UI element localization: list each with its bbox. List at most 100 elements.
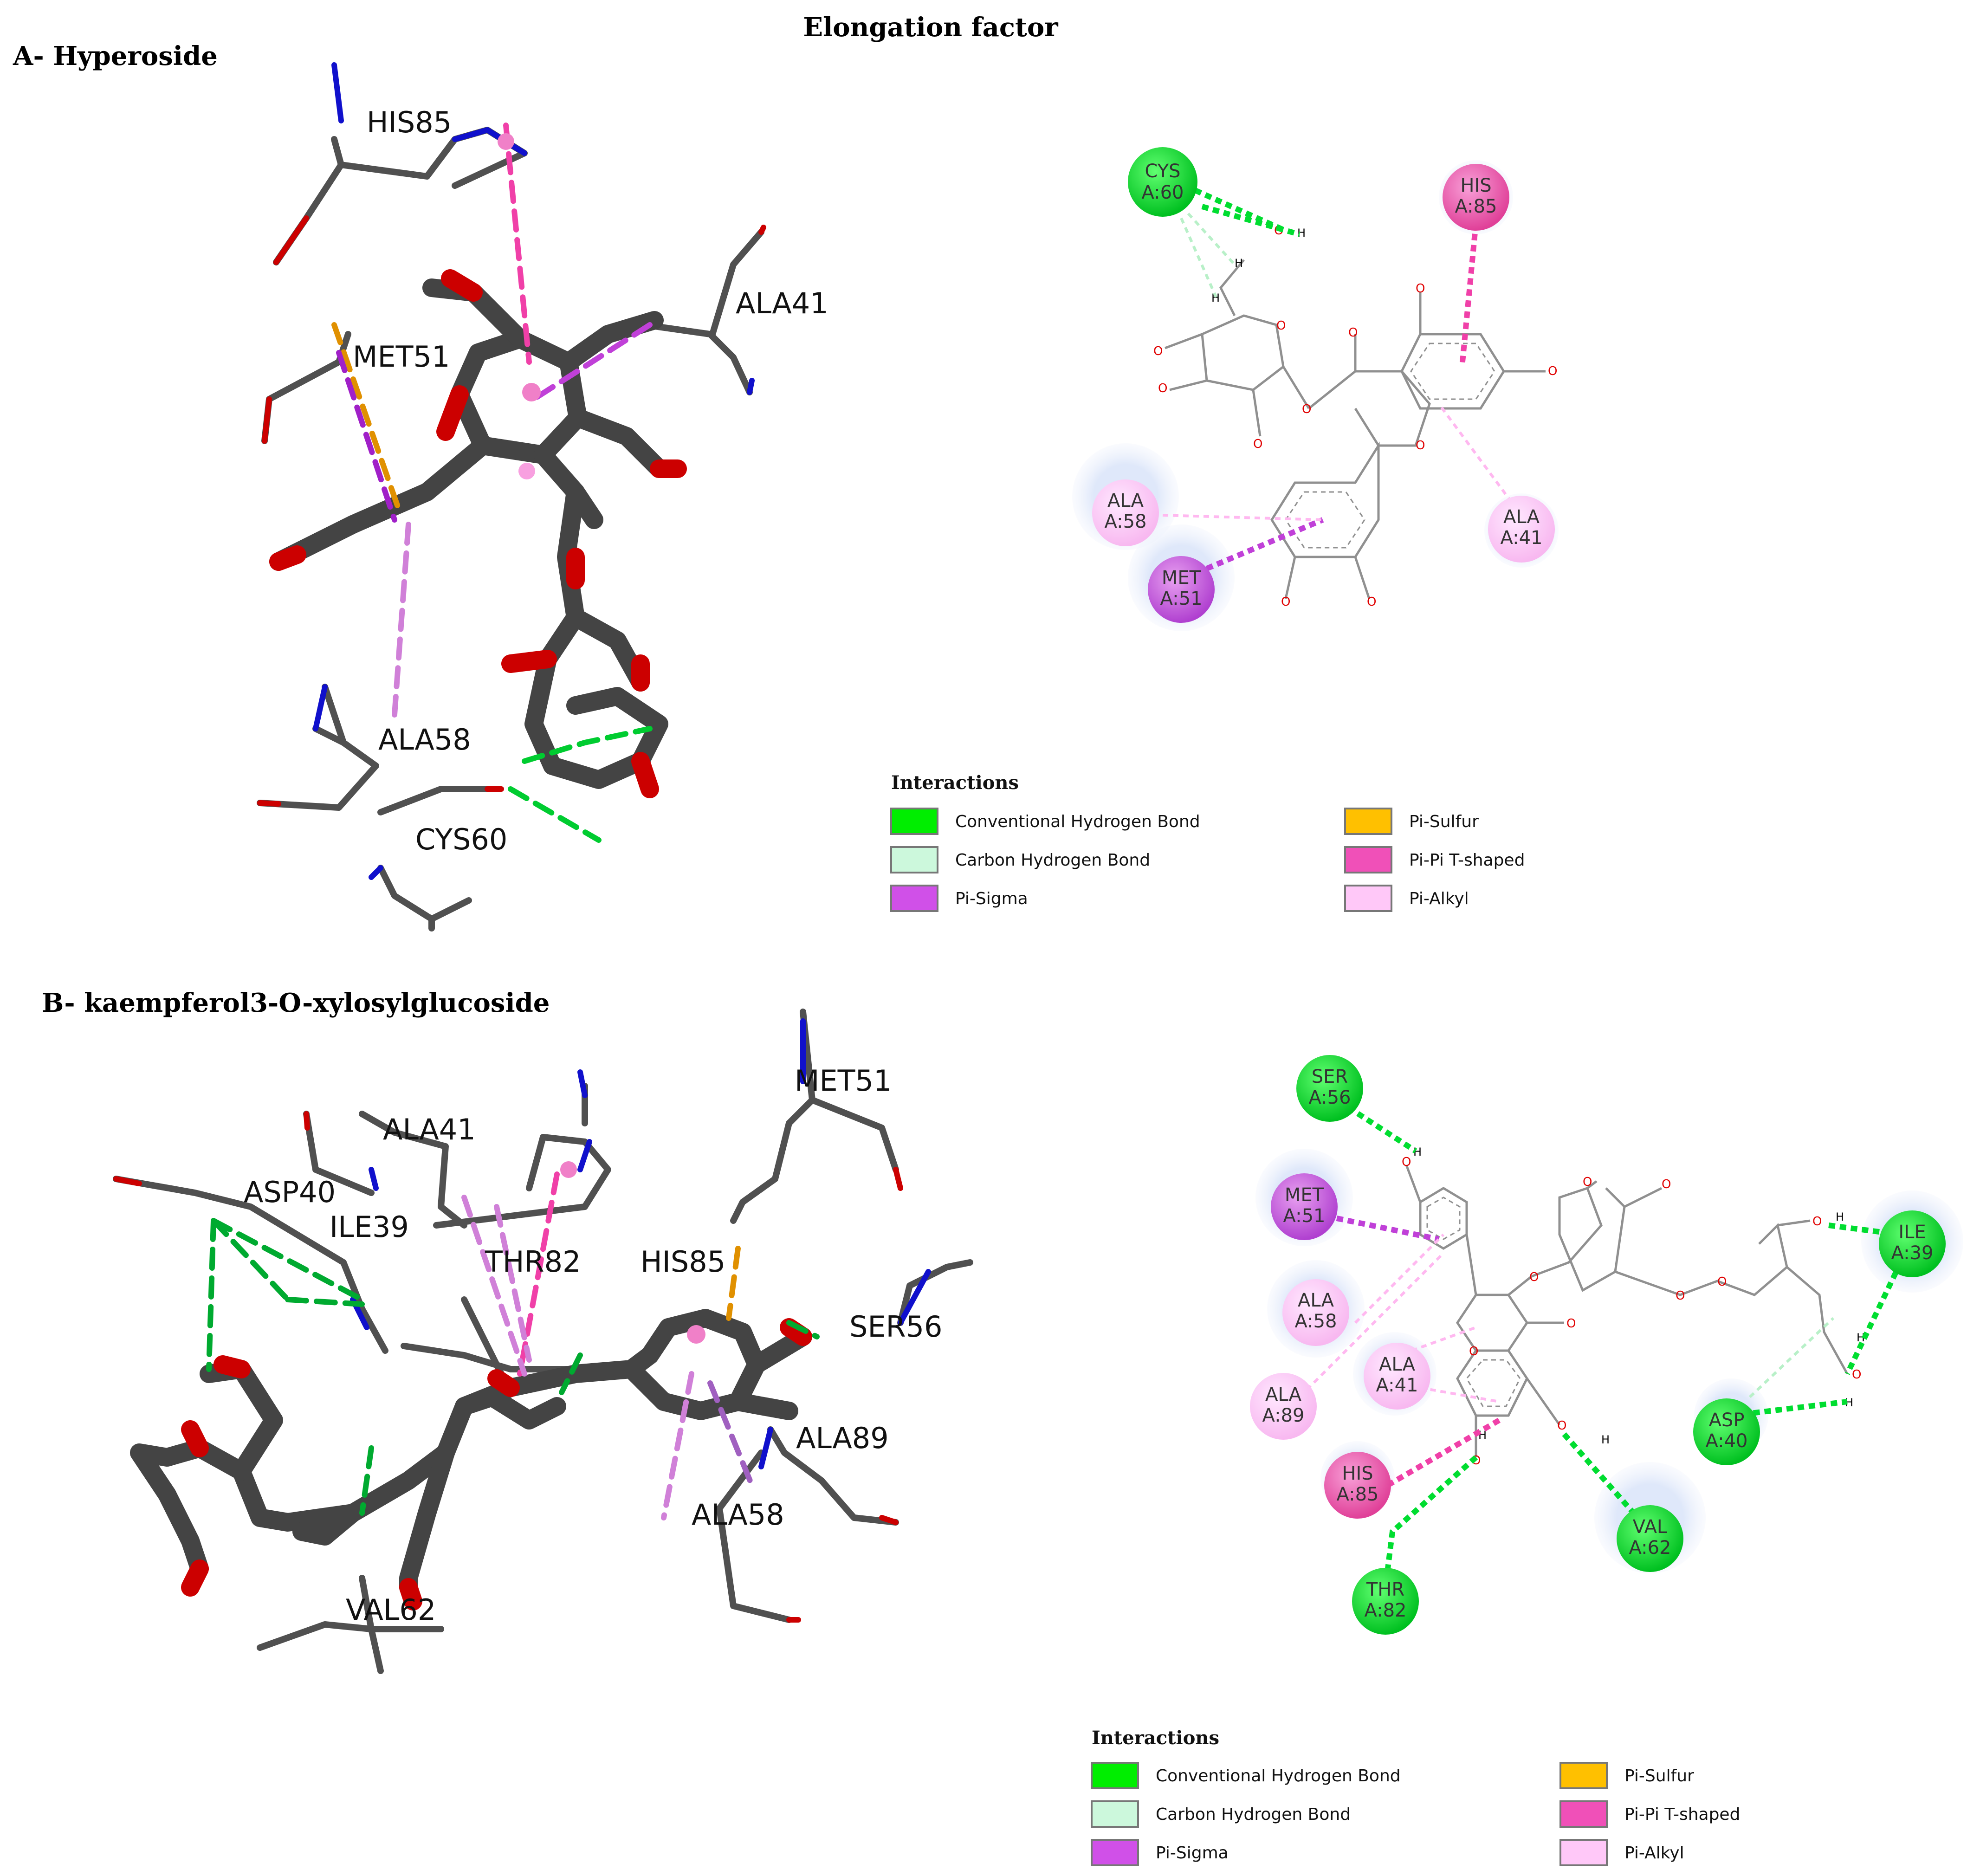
panel-a-label: A- Hyperoside (13, 41, 218, 71)
panel-b-3d-label-his85: HIS85 (641, 1245, 725, 1279)
svg-text:A:41: A:41 (1376, 1375, 1418, 1396)
svg-text:A:51: A:51 (1283, 1205, 1325, 1227)
panel-a-3d-label-ala41: ALA41 (736, 286, 828, 320)
svg-text:ASP: ASP (1709, 1410, 1745, 1431)
panel-b-residue-ile39: ILE A:39 (1879, 1210, 1946, 1277)
svg-text:A:62: A:62 (1629, 1537, 1671, 1559)
panel-a-3d-label-cys60: CYS60 (415, 822, 507, 856)
svg-text:MET: MET (1162, 567, 1201, 589)
svg-text:H: H (1297, 226, 1306, 239)
svg-text:O: O (1529, 1270, 1539, 1284)
panel-a-3d-label-his85: HIS85 (367, 105, 452, 139)
panel-b-3d-label-met51: MET51 (795, 1064, 892, 1098)
svg-text:O: O (1548, 364, 1557, 378)
svg-text:O: O (1348, 326, 1358, 340)
panel-b-residue-asp40: ASP A:40 (1693, 1398, 1760, 1465)
svg-text:H: H (1478, 1429, 1487, 1442)
svg-text:CYS: CYS (1145, 161, 1180, 182)
panel-a-atom-labels: O O O O O O O O O O O O H H H (1153, 224, 1557, 609)
svg-text:VAL: VAL (1633, 1516, 1668, 1538)
legend-item-pi-alkyl: Pi-Alkyl (1344, 885, 1469, 912)
panel-b-2d-diagram: O O O O O O O O O O O O H H H H H H (1250, 1055, 1963, 1635)
legend-item-pi-sulfur: Pi-Sulfur (1559, 1762, 1694, 1789)
svg-text:MET: MET (1285, 1184, 1324, 1206)
legend-item-carbon-h-bond: Carbon Hydrogen Bond (1091, 1800, 1351, 1828)
figure-title: Elongation factor (803, 12, 1059, 43)
svg-text:A:51: A:51 (1160, 588, 1202, 609)
legend-item-pi-alkyl: Pi-Alkyl (1559, 1839, 1684, 1866)
svg-text:H: H (1601, 1433, 1610, 1446)
panel-b-residue-ala58: ALA A:58 (1282, 1279, 1349, 1346)
svg-text:O: O (1812, 1215, 1822, 1229)
panel-a-3d-label-ala58: ALA58 (378, 723, 471, 757)
svg-text:SER: SER (1312, 1066, 1348, 1087)
svg-text:A:60: A:60 (1141, 182, 1184, 203)
svg-text:HIS: HIS (1460, 175, 1491, 196)
svg-text:H: H (1857, 1331, 1865, 1344)
panel-a-2d-diagram: O O O O O O O O O O O O H H H (1072, 147, 1559, 631)
legend-item-pi-sigma: Pi-Sigma (1091, 1839, 1229, 1866)
panel-b-residue-ala89: ALA A:89 (1250, 1373, 1317, 1440)
panel-b-3d-view: MET51 ALA41 ASP40 ILE39 THR82 HIS85 SER5… (113, 1009, 973, 1674)
svg-text:Pi-Alkyl: Pi-Alkyl (1624, 1844, 1684, 1863)
svg-text:O: O (1302, 402, 1311, 416)
svg-text:O: O (1416, 439, 1425, 453)
legend-item-carbon-h-bond: Carbon Hydrogen Bond (890, 846, 1150, 873)
svg-text:H: H (1235, 257, 1243, 270)
svg-text:THR: THR (1366, 1579, 1404, 1600)
legend-title: Interactions (891, 772, 1019, 794)
panel-b-3d-label-ala58: ALA58 (692, 1498, 784, 1532)
svg-text:A:39: A:39 (1891, 1242, 1933, 1264)
svg-text:ALA: ALA (1107, 490, 1144, 511)
svg-text:O: O (1662, 1177, 1671, 1191)
svg-text:Conventional Hydrogen Bond: Conventional Hydrogen Bond (955, 812, 1200, 831)
svg-text:O: O (1253, 437, 1262, 451)
panel-b-residue-val62: VAL A:62 (1617, 1505, 1683, 1572)
svg-text:A:58: A:58 (1104, 511, 1146, 532)
svg-text:ALA: ALA (1379, 1354, 1416, 1375)
panel-a-residue-his85: HIS A:85 (1443, 164, 1509, 231)
panel-b-3d-label-asp40: ASP40 (244, 1175, 336, 1209)
svg-text:O: O (1281, 595, 1290, 609)
svg-text:A:58: A:58 (1294, 1311, 1337, 1332)
svg-text:Pi-Sulfur: Pi-Sulfur (1624, 1766, 1694, 1785)
panel-a-residue-met51: MET A:51 (1148, 556, 1215, 623)
svg-text:A:85: A:85 (1336, 1484, 1378, 1505)
svg-text:Conventional Hydrogen Bond: Conventional Hydrogen Bond (1156, 1766, 1401, 1785)
svg-text:O: O (1402, 1155, 1411, 1169)
legend-item-pi-sigma: Pi-Sigma (890, 885, 1028, 912)
legend-item-pi-pi-t-shaped: Pi-Pi T-shaped (1559, 1800, 1740, 1828)
svg-text:H: H (1845, 1396, 1853, 1409)
svg-text:Pi-Pi T-shaped: Pi-Pi T-shaped (1624, 1805, 1740, 1824)
panel-a-3d-label-met51: MET51 (353, 340, 450, 374)
panel-b-residue-ser56: SER A:56 (1296, 1055, 1363, 1122)
svg-text:H: H (1211, 291, 1220, 304)
svg-text:O: O (1717, 1275, 1727, 1289)
svg-text:O: O (1852, 1368, 1861, 1382)
svg-text:A:41: A:41 (1500, 527, 1542, 549)
panel-b-label: B- kaempferol3-O-xylosylglucoside (42, 988, 550, 1018)
panel-b-legend: Interactions Conventional Hydrogen Bond … (1091, 1727, 1740, 1866)
panel-b-3d-label-val62: VAL62 (346, 1593, 436, 1627)
panel-a-residue-ala58: ALA A:58 (1092, 479, 1159, 546)
svg-text:A:82: A:82 (1364, 1600, 1406, 1621)
svg-text:A:56: A:56 (1308, 1087, 1351, 1108)
svg-text:HIS: HIS (1342, 1463, 1373, 1484)
svg-text:Pi-Sigma: Pi-Sigma (955, 889, 1028, 908)
panel-b-residue-ala41: ALA A:41 (1364, 1343, 1430, 1410)
legend-item-pi-pi-t-shaped: Pi-Pi T-shaped (1344, 846, 1525, 873)
panel-a-3d-view: HIS85 ALA41 MET51 ALA58 CYS60 (257, 62, 828, 932)
panel-b-3d-label-ala41: ALA41 (383, 1113, 476, 1146)
legend-title: Interactions (1092, 1727, 1219, 1749)
panel-b-3d-label-ile39: ILE39 (330, 1210, 409, 1244)
svg-text:O: O (1676, 1289, 1685, 1303)
legend-item-pi-sulfur: Pi-Sulfur (1344, 808, 1479, 835)
panel-b-atom-labels: O O O O O O O O O O O O H H H H H H (1402, 1145, 1865, 1468)
panel-b-3d-label-ser56: SER56 (849, 1310, 943, 1344)
panel-a-residue-cys60: CYS A:60 (1128, 147, 1197, 217)
svg-text:O: O (1158, 382, 1167, 395)
svg-text:Pi-Alkyl: Pi-Alkyl (1409, 889, 1469, 908)
svg-text:A:85: A:85 (1455, 196, 1497, 217)
svg-text:O: O (1566, 1317, 1576, 1331)
